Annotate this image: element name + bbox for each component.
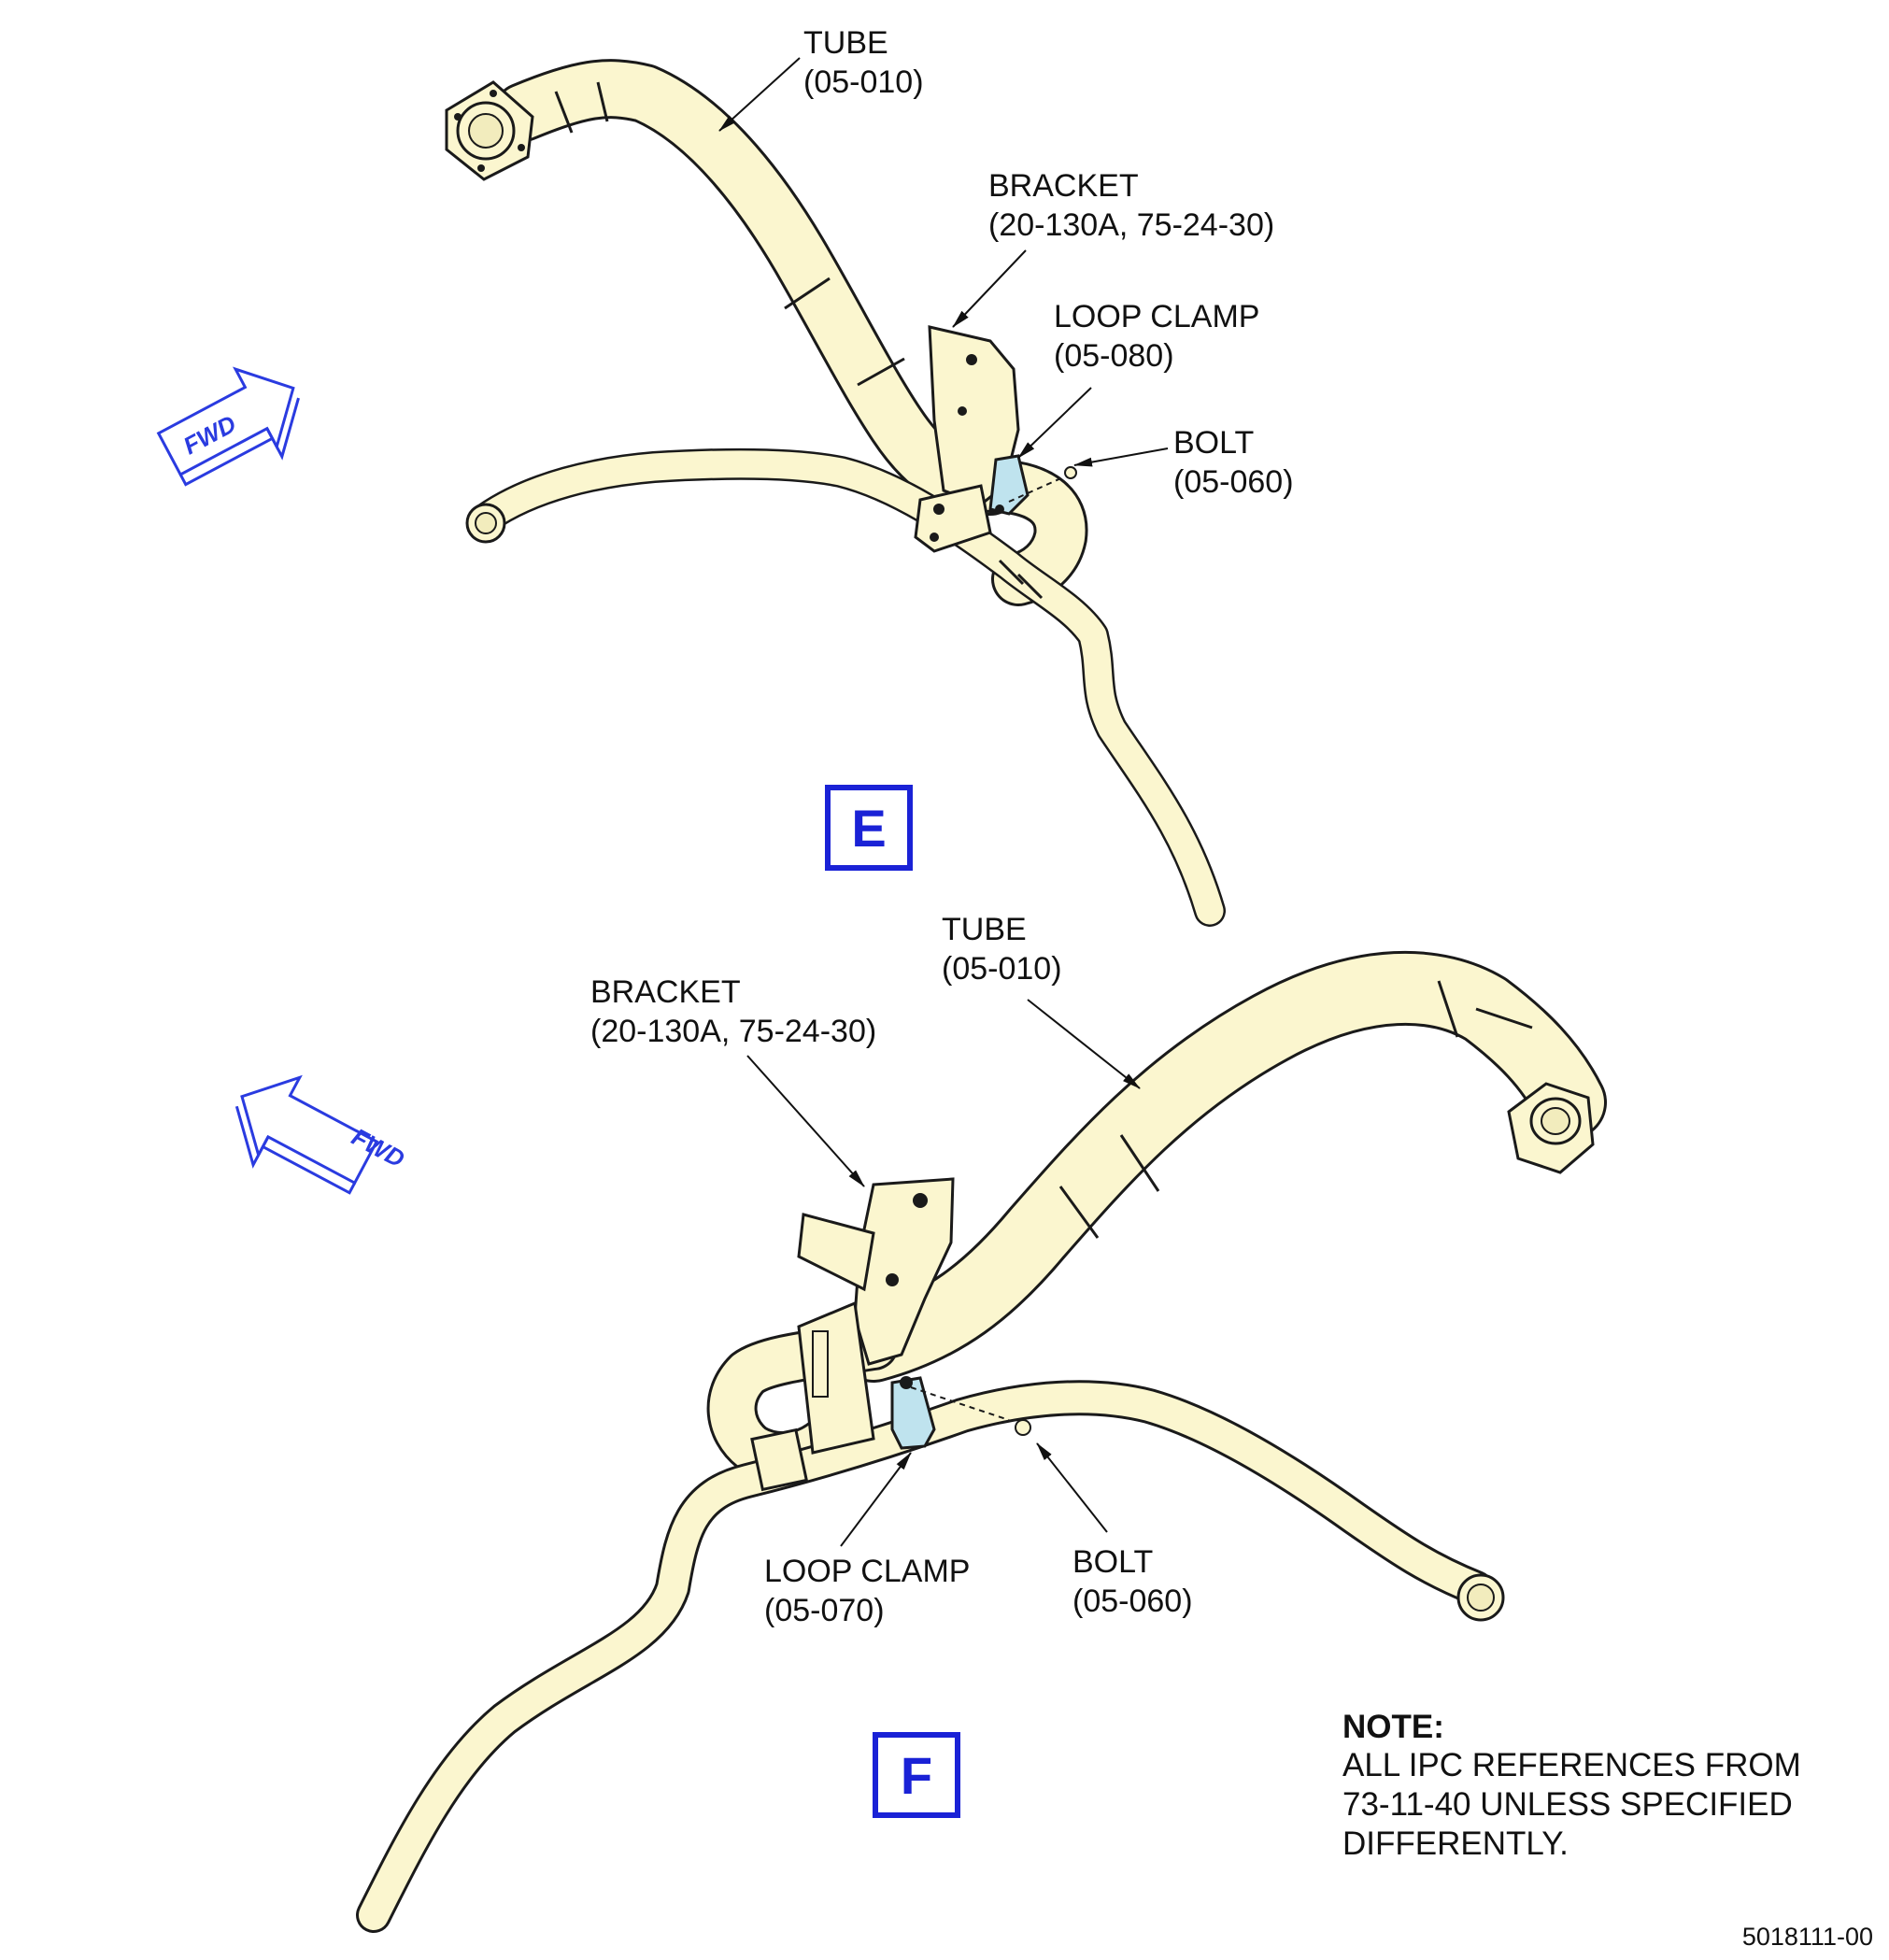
view-e-lower-tube [465,447,1226,927]
view-e-flange [445,80,534,181]
view-e-bracket-label: BRACKET (20-130A, 75-24-30) [988,168,1274,243]
note-line-2: 73-11-40 UNLESS SPECIFIED [1342,1786,1793,1823]
view-e-fwd-arrow-icon: FWD [156,366,300,487]
view-f-loop-clamp [890,1376,936,1450]
view-e-bracket-leader [952,249,1027,328]
view-f-bracket-leader [746,1055,865,1187]
view-f-bolt-leader [1036,1442,1108,1533]
view-e-bolt-label: BOLT (05-060) [1173,425,1294,500]
figure-number: 5018111-00 [1742,1923,1873,1951]
view-e: TUBE (05-010) BRACKET (20-130A, 75-24-30… [156,25,1294,927]
view-f-tube-leader [1027,999,1141,1089]
view-f-letter-box: F [873,1732,960,1818]
view-f-bracket-label: BRACKET (20-130A, 75-24-30) [590,974,876,1049]
view-f-bracket [797,1177,955,1455]
view-f-fwd-arrow-icon: FWD [234,1074,409,1195]
view-f-flange [1507,1082,1595,1174]
view-f-tube-label: TUBE (05-010) [942,912,1062,987]
view-f-clamp-leader [840,1452,912,1547]
note-line-1: ALL IPC REFERENCES FROM [1342,1747,1801,1783]
svg-text:E: E [851,799,886,858]
view-e-tube-leader [718,57,801,132]
note-heading: NOTE: [1342,1709,1444,1745]
view-f-bolt [910,1386,1031,1436]
view-f-lower-tube [356,1380,1505,1933]
view-e-loop-clamp-label: LOOP CLAMP (05-080) [1054,299,1268,374]
view-e-bolt [1008,466,1077,503]
view-f-bolt-label: BOLT (05-060) [1072,1544,1193,1619]
note-line-3: DIFFERENTLY. [1342,1825,1569,1862]
view-f: TUBE (05-010) BRACKET (20-130A, 75-24-30… [234,912,1607,1933]
view-e-tube-label: TUBE (05-010) [803,25,924,100]
view-e-letter-box: E [825,785,913,871]
view-e-loop-clamp [988,454,1030,516]
view-f-loop-clamp-label: LOOP CLAMP (05-070) [764,1554,978,1628]
svg-text:F: F [901,1746,932,1805]
note-block: NOTE: ALL IPC REFERENCES FROM 73-11-40 U… [1342,1709,1801,1862]
view-e-clamp-leader [1017,387,1092,459]
view-e-bolt-leader [1073,447,1169,467]
